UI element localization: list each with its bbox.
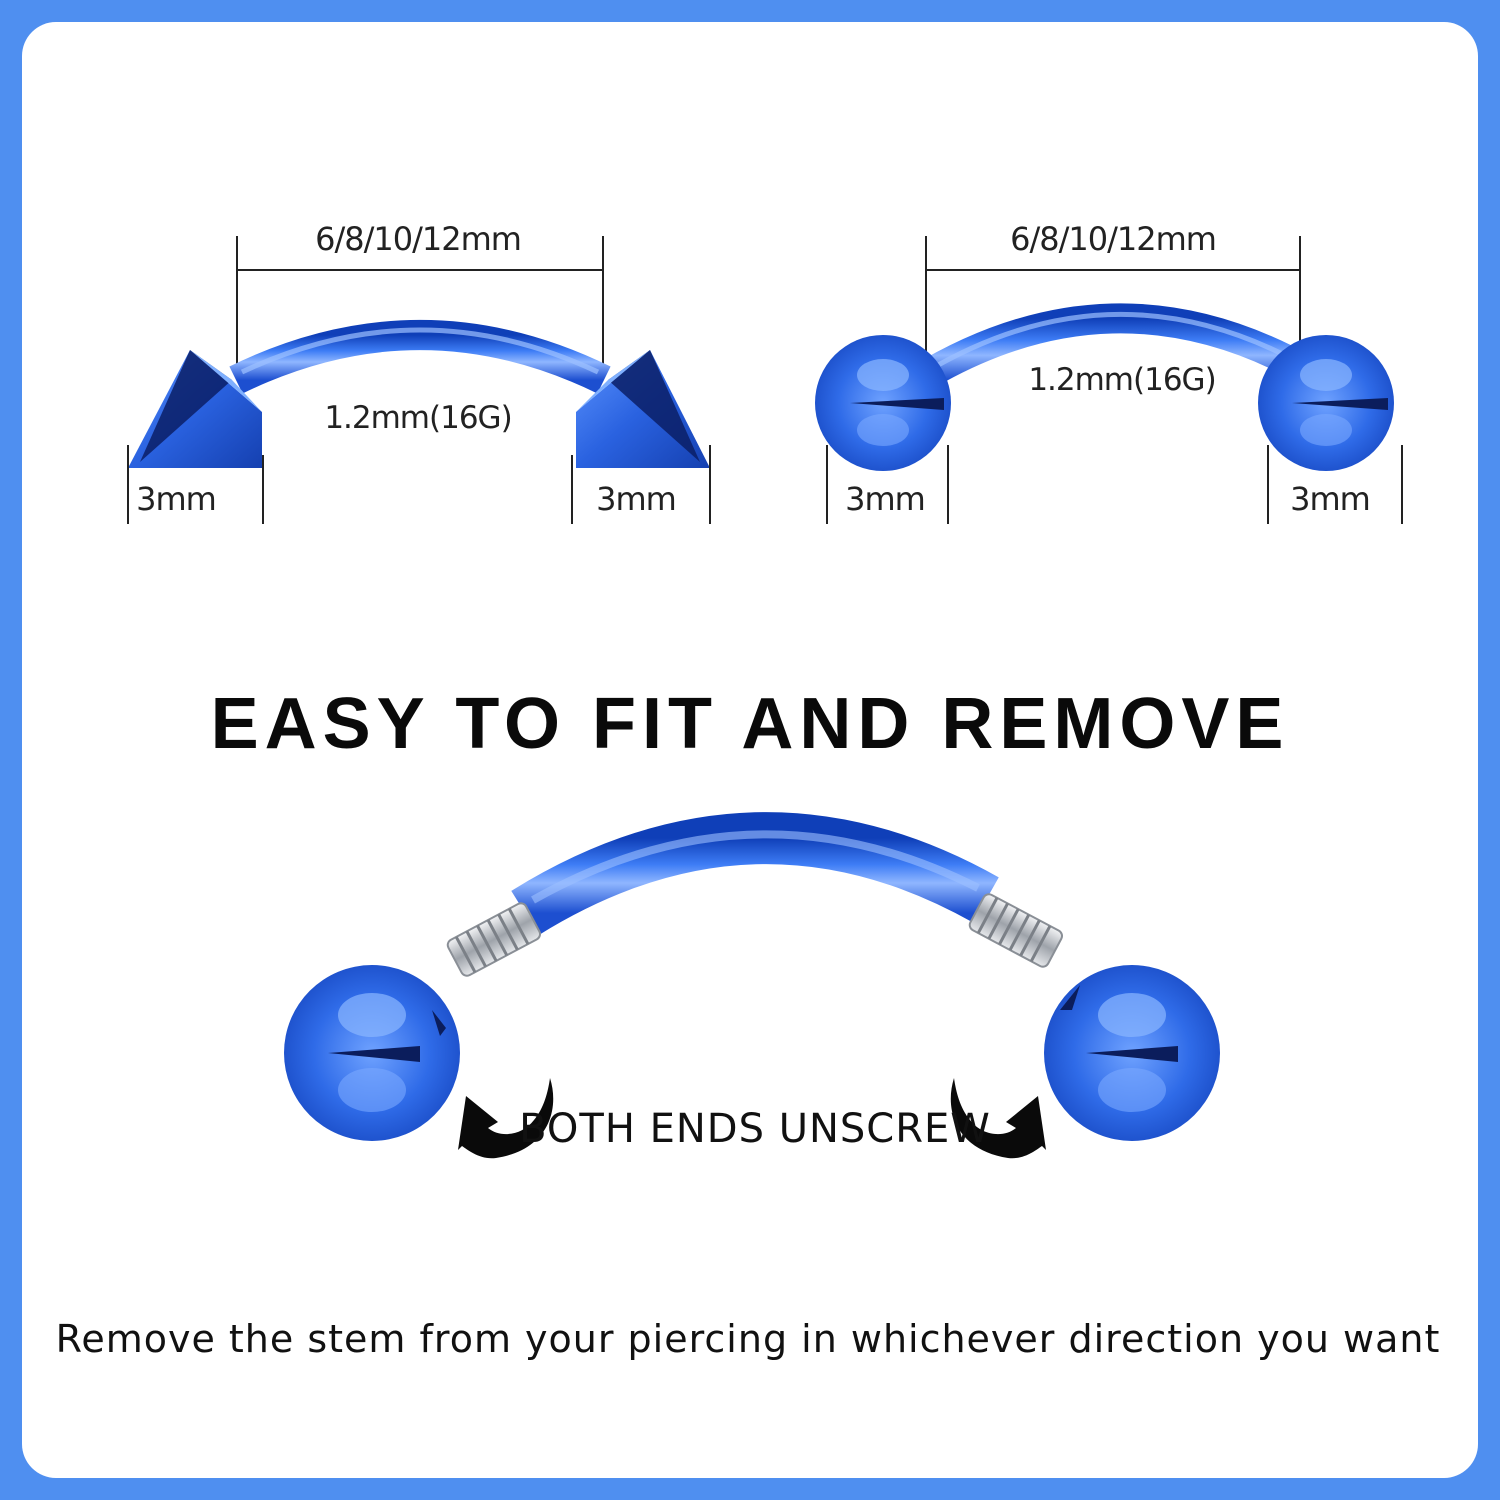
ball-barbell-diagram: 6/8/10/12mm 1.2mm(16G) 3mm 3mm [815, 220, 1403, 524]
white-card [22, 22, 1478, 1478]
curved-bar [229, 320, 611, 394]
length-label: 6/8/10/12mm [1010, 220, 1216, 258]
thread-icon [446, 902, 542, 977]
thread-icon [968, 893, 1064, 968]
spike-icon [128, 350, 262, 468]
gauge-label: 1.2mm(16G) [324, 400, 511, 436]
ball-icon [284, 965, 460, 1141]
left-end-label: 3mm [136, 480, 216, 518]
curved-bar [910, 303, 1314, 393]
gauge-label: 1.2mm(16G) [1028, 362, 1215, 398]
right-end-label: 3mm [596, 480, 676, 518]
ball-icon [1258, 335, 1394, 471]
length-dimension [236, 236, 604, 372]
right-end-label: 3mm [1290, 480, 1370, 518]
curved-bar [511, 812, 999, 936]
length-label: 6/8/10/12mm [315, 220, 521, 258]
unscrew-label: BOTH ENDS UNSCREW [519, 1106, 991, 1152]
caption: Remove the stem from your piercing in wh… [56, 1317, 1441, 1361]
curved-arrow-icon [950, 1078, 1046, 1159]
end-dimension-lines [127, 445, 711, 524]
disassembled-barbell: BOTH ENDS UNSCREW [284, 812, 1220, 1159]
ball-icon [1044, 965, 1220, 1141]
ball-icon [815, 335, 951, 471]
spike-icon [576, 350, 710, 468]
spike-barbell-diagram: 6/8/10/12mm 1.2mm(16G) 3mm 3mm [127, 220, 711, 524]
headline: EASY TO FIT AND REMOVE [211, 684, 1290, 764]
curved-arrow-icon [458, 1078, 554, 1159]
left-end-label: 3mm [845, 480, 925, 518]
end-dimension-lines [826, 445, 1403, 524]
